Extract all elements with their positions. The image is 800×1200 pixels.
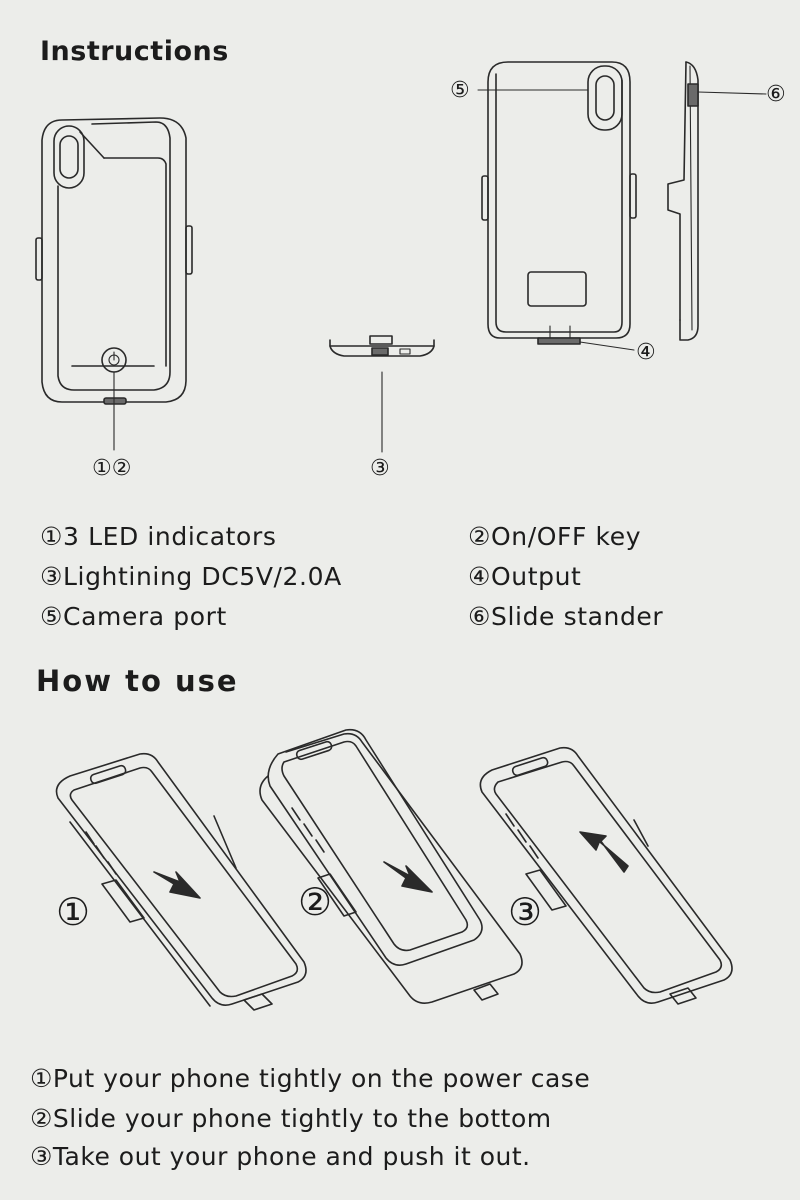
case-bottom-view-illustration <box>329 335 435 453</box>
case-side-view-illustration <box>667 61 767 341</box>
step2-illustration <box>259 728 523 1004</box>
step1-illustration <box>55 752 307 1011</box>
part-1-number: ① <box>40 522 64 551</box>
part-1-text: 3 LED indicators <box>63 522 277 551</box>
part-2-text: On/OFF key <box>491 522 642 551</box>
callout-3: ③ <box>370 456 390 481</box>
callout-4: ④ <box>636 340 656 365</box>
step-2-marker: ② <box>298 880 333 924</box>
callout-5: ⑤ <box>450 78 470 103</box>
part-5: ⑤Camera port <box>40 602 227 631</box>
part-4-text: Output <box>491 562 582 591</box>
part-3-number: ③ <box>40 562 64 591</box>
part-2-number: ② <box>468 522 492 551</box>
step-2-label: Slide your phone tightly to the bottom <box>52 1104 552 1133</box>
part-4-number: ④ <box>468 562 492 591</box>
step3-illustration <box>479 746 733 1005</box>
step-1-marker: ① <box>56 890 91 934</box>
step-1-number: ① <box>30 1064 53 1093</box>
how-to-use-title: How to use <box>36 664 239 698</box>
part-2: ②On/OFF key <box>468 522 641 551</box>
step-2-number: ② <box>30 1104 53 1133</box>
case-front-view-illustration <box>35 117 193 451</box>
step-3-number: ③ <box>30 1142 53 1171</box>
part-5-text: Camera port <box>63 602 227 631</box>
step-1-label: Put your phone tightly on the power case <box>52 1064 591 1093</box>
case-back-view-illustration <box>477 61 637 351</box>
part-3-text: Lightining DC5V/2.0A <box>63 562 342 591</box>
callout-1-2: ①② <box>92 456 132 481</box>
step-3-marker: ③ <box>508 890 543 934</box>
part-3: ③Lightining DC5V/2.0A <box>40 562 342 591</box>
part-5-number: ⑤ <box>40 602 64 631</box>
step-3-label: Take out your phone and push it out. <box>52 1142 531 1171</box>
instructions-title: Instructions <box>40 36 229 67</box>
part-6: ⑥Slide stander <box>468 602 663 631</box>
step-1-text: ①Put your phone tightly on the power cas… <box>30 1064 590 1093</box>
part-4: ④Output <box>468 562 581 591</box>
part-6-text: Slide stander <box>491 602 664 631</box>
part-6-number: ⑥ <box>468 602 492 631</box>
callout-6: ⑥ <box>766 82 786 107</box>
step-2-text: ②Slide your phone tightly to the bottom <box>30 1104 552 1133</box>
part-1: ①3 LED indicators <box>40 522 276 551</box>
step-3-text: ③Take out your phone and push it out. <box>30 1142 531 1171</box>
